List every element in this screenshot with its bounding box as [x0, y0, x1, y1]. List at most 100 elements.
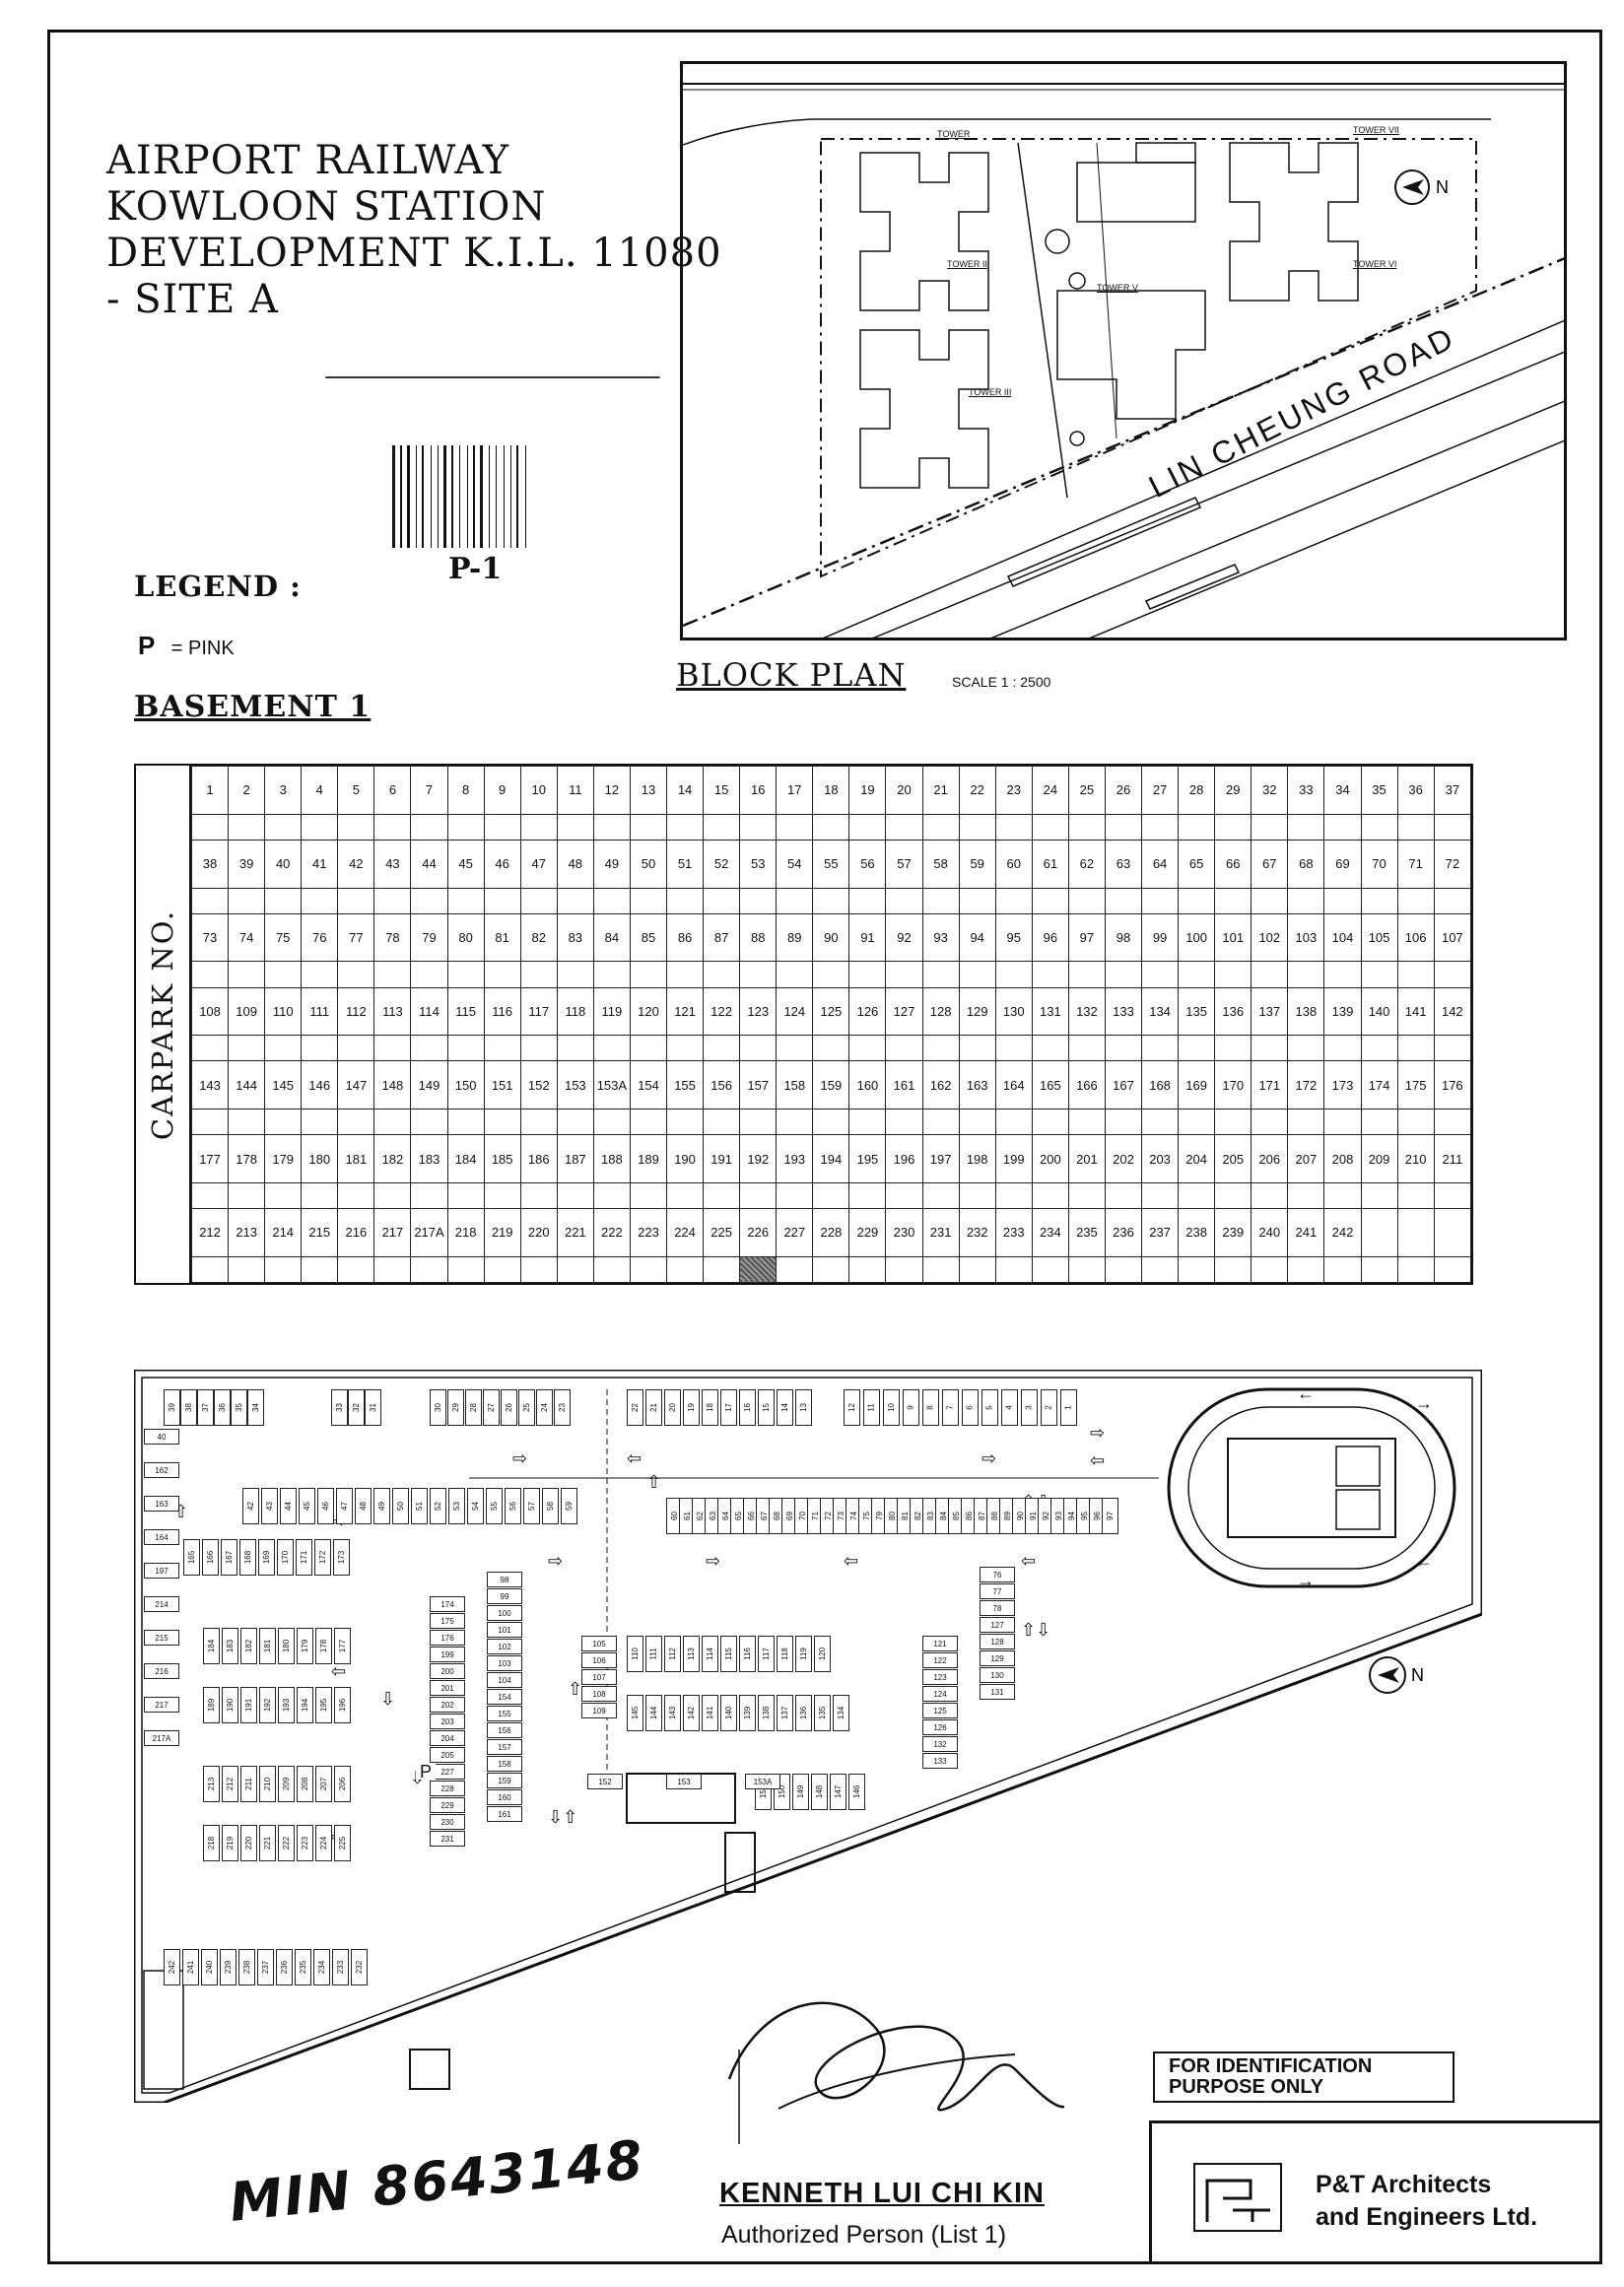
- carpark-marking-cell: [410, 1035, 448, 1062]
- carpark-marking-cell: [1433, 887, 1472, 914]
- parking-bay-label: 137: [779, 1706, 789, 1720]
- carpark-number-cell: 79: [410, 912, 448, 963]
- barcode-bar: [431, 445, 432, 548]
- parking-bay-label: 170: [280, 1550, 290, 1565]
- parking-bay-label: 221: [262, 1836, 272, 1850]
- carpark-number-cell: [1396, 1208, 1435, 1257]
- parking-bay: 241: [182, 1949, 199, 1985]
- carpark-marking-cell: [958, 1181, 996, 1210]
- carpark-marking-row: [190, 887, 1472, 914]
- parking-bay-label: 206: [337, 1777, 347, 1791]
- parking-bay: 229: [430, 1797, 465, 1813]
- carpark-marking-cell: [228, 1255, 266, 1284]
- parking-bay-label: 127: [990, 1620, 1004, 1630]
- carpark-number-cell: 140: [1360, 986, 1398, 1037]
- parking-bay-label: 126: [933, 1722, 947, 1732]
- carpark-number-cell: 117: [519, 986, 558, 1037]
- carpark-number-cell: 209: [1360, 1134, 1398, 1183]
- parking-bay-label: 146: [851, 1784, 861, 1799]
- carpark-number-cell: 182: [373, 1134, 412, 1183]
- carpark-number-cell: 179: [264, 1134, 303, 1183]
- carpark-number-cell: 92: [885, 912, 923, 963]
- parking-bay: 191: [240, 1687, 257, 1723]
- carpark-number-cell: 111: [301, 986, 339, 1037]
- parking-bay-label: 237: [260, 1960, 270, 1975]
- carpark-number-cell: 34: [1323, 766, 1362, 815]
- carpark-number-cell: 74: [228, 912, 266, 963]
- carpark-marking-cell: [666, 1255, 705, 1284]
- carpark-marking-cell: [1287, 961, 1325, 988]
- parking-bay-label: 99: [500, 1591, 509, 1601]
- parking-bay-label: 36: [218, 1403, 227, 1412]
- carpark-marking-cell: [373, 1109, 412, 1136]
- carpark-number-cell: 211: [1433, 1134, 1472, 1183]
- parking-bay: 52: [430, 1488, 446, 1524]
- parking-bay-label: 107: [592, 1672, 606, 1682]
- carpark-marking-cell: [190, 1035, 230, 1062]
- carpark-marking-cell: [1067, 1181, 1106, 1210]
- parking-bay: 12: [844, 1389, 860, 1426]
- parking-bay-label: 33: [335, 1403, 344, 1412]
- carpark-number-cell: 95: [994, 912, 1033, 963]
- carpark-marking-cell: [1396, 1255, 1435, 1284]
- carpark-number-cell: 108: [190, 986, 230, 1037]
- carpark-number-cell: 198: [958, 1134, 996, 1183]
- carpark-number-cell: 237: [1141, 1208, 1180, 1257]
- carpark-number-cell: 224: [666, 1208, 705, 1257]
- parking-bay-label: 159: [498, 1776, 511, 1785]
- carpark-number-cell: 26: [1104, 766, 1143, 815]
- parking-bay-label: 39: [168, 1403, 176, 1412]
- carpark-marking-cell: [1396, 813, 1435, 841]
- carpark-marking-cell: [1178, 961, 1216, 988]
- parking-bay-label: 81: [901, 1512, 910, 1520]
- carpark-number-cell: 28: [1178, 766, 1216, 815]
- parking-bay-label: 194: [300, 1698, 309, 1713]
- carpark-marking-cell: [1214, 961, 1252, 988]
- parking-bay-label: 114: [705, 1648, 714, 1660]
- parking-bay-label: 228: [440, 1783, 454, 1793]
- carpark-marking-cell: [1067, 961, 1106, 988]
- carpark-number-cell: 96: [1031, 912, 1069, 963]
- carpark-marking-cell: [1031, 1181, 1069, 1210]
- carpark-marking-cell: [848, 1255, 887, 1284]
- parking-bay-label: 149: [795, 1784, 805, 1799]
- carpark-marking-cell: [1067, 887, 1106, 914]
- tower-label: TOWER II: [947, 259, 987, 269]
- parking-bay: 121: [922, 1636, 958, 1651]
- carpark-marking-cell: [1251, 961, 1289, 988]
- carpark-marking-cell: [1323, 1109, 1362, 1136]
- carpark-number-cell: 239: [1214, 1208, 1252, 1257]
- carpark-marking-cell: [1396, 1109, 1435, 1136]
- carpark-number-cell: 186: [519, 1134, 558, 1183]
- carpark-number-cell: 104: [1323, 912, 1362, 963]
- parking-bay: 178: [315, 1628, 332, 1664]
- carpark-number-cell: 187: [556, 1134, 594, 1183]
- parking-bay: 22: [627, 1389, 643, 1426]
- carpark-number-cell: 9: [483, 766, 521, 815]
- svg-text:→: →: [1297, 1571, 1315, 1590]
- carpark-marking-cell: [1433, 1109, 1472, 1136]
- carpark-marking-cell: [848, 1109, 887, 1136]
- parking-bay-label: 25: [522, 1403, 531, 1412]
- carpark-marking-cell: [1067, 1255, 1106, 1284]
- parking-bay: 45: [299, 1488, 315, 1524]
- carpark-number-cell: 214: [264, 1208, 303, 1257]
- carpark-marking-cell: [629, 887, 668, 914]
- carpark-number-cell: 109: [228, 986, 266, 1037]
- barcode-bar: [473, 445, 475, 548]
- parking-bay-label: 108: [592, 1689, 606, 1699]
- parking-bay: 158: [487, 1756, 522, 1772]
- parking-bay-label: 23: [558, 1403, 567, 1412]
- parking-bay: 138: [758, 1695, 775, 1731]
- carpark-marking-cell: [1104, 1255, 1143, 1284]
- parking-bay-label: 88: [990, 1512, 999, 1520]
- carpark-number-cell: 197: [921, 1134, 960, 1183]
- parking-bay-label: 66: [747, 1512, 756, 1520]
- parking-bay-label: 91: [1029, 1512, 1038, 1520]
- carpark-number-cell: 151: [483, 1060, 521, 1110]
- parking-bay-label: 16: [743, 1403, 752, 1412]
- carpark-number-cell: 123: [739, 986, 778, 1037]
- carpark-marking-cell: [994, 813, 1033, 841]
- tower-label: TOWER V: [1097, 283, 1138, 293]
